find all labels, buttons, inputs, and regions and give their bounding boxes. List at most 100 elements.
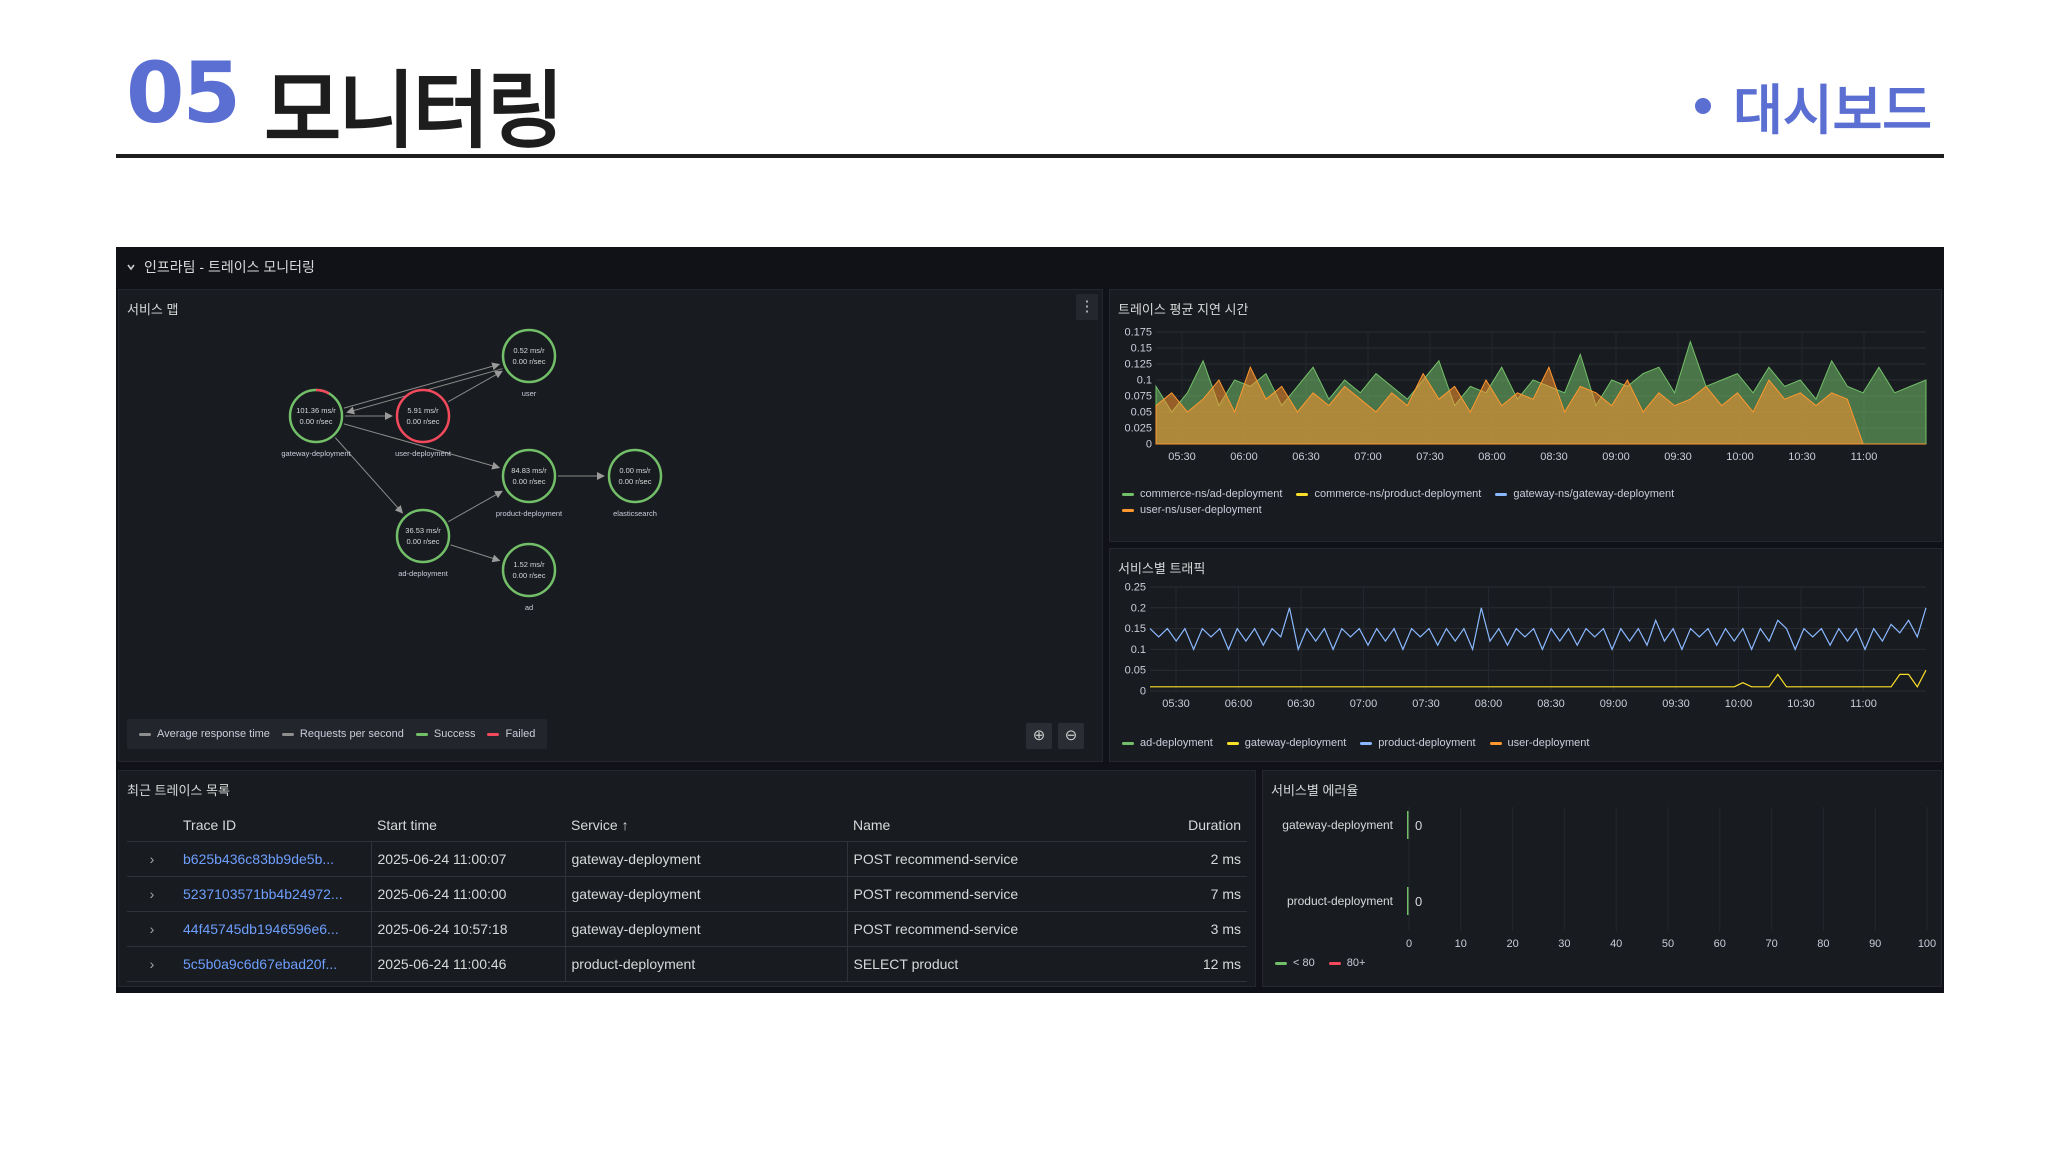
expand-row-icon[interactable]: › [127,841,177,877]
node-rate: 0.00 r/sec [513,571,546,580]
trace-id-link[interactable]: 5c5b0a9c6d67ebad20f... [177,946,371,982]
x-tick-label: 10 [1455,938,1467,947]
node-rate: 0.00 r/sec [407,537,440,546]
legend-swatch [1122,741,1134,745]
legend-item[interactable]: commerce-ns/product-deployment [1296,488,1481,500]
trace-id-link[interactable]: 5237103571bb4b24972... [177,876,371,912]
duration-cell: 2 ms [1125,841,1247,877]
legend-item[interactable]: Average response time [139,728,270,740]
legend-swatch [487,732,500,736]
legend-item[interactable]: Success [415,728,476,740]
y-tick-label: 0 [1140,686,1146,698]
failed-arc [315,388,330,395]
traces-panel: 최근 트레이스 목록 Trace ID Start time Service ↑… [118,770,1256,987]
node-rate: 0.00 r/sec [513,477,546,486]
trace-id-link[interactable]: b625b436c83bb9de5b... [177,841,371,877]
service-map-edge [450,544,501,563]
legend-label: Success [433,728,476,740]
traffic-legend: ad-deployment gateway-deployment product… [1122,737,1922,749]
column-header-trace-id[interactable]: Trace ID [177,809,371,842]
table-row[interactable]: ›5c5b0a9c6d67ebad20f...2025-06-24 11:00:… [127,946,1247,982]
zoom-in-icon[interactable]: ⊕ [1026,723,1052,749]
x-tick-label: 06:30 [1287,698,1315,710]
legend-swatch [1296,492,1309,496]
service-cell: gateway-deployment [564,876,847,912]
legend-item[interactable]: < 80 [1275,957,1315,969]
legend-item[interactable]: user-ns/user-deployment [1122,504,1262,516]
more-menu-icon[interactable]: ⋮ [1076,294,1098,320]
y-tick-label: 0.025 [1124,423,1152,435]
legend-item[interactable]: ad-deployment [1122,737,1213,749]
chevron-down-icon[interactable] [126,262,136,272]
x-tick-label: 09:30 [1664,451,1692,463]
legend-item[interactable]: commerce-ns/ad-deployment [1122,488,1282,500]
expand-row-icon[interactable]: › [127,946,177,982]
column-header-duration[interactable]: Duration [1125,809,1247,842]
column-header-service-label: Service [571,817,618,833]
table-row[interactable]: ›5237103571bb4b24972...2025-06-24 11:00:… [127,876,1247,912]
legend-item[interactable]: gateway-ns/gateway-deployment [1495,488,1674,500]
node-latency: 1.52 ms/r [513,560,545,569]
expand-row-icon[interactable]: › [127,911,177,947]
panel-title: 최근 트레이스 목록 [127,783,230,798]
x-tick-label: 08:30 [1537,698,1565,710]
name-cell: POST recommend-service [846,911,1125,947]
legend-item[interactable]: Failed [487,728,535,740]
table-row[interactable]: ›b625b436c83bb9de5b...2025-06-24 11:00:0… [127,841,1247,877]
legend-item[interactable]: product-deployment [1360,737,1476,749]
service-node [501,542,557,598]
start-time-cell: 2025-06-24 11:00:46 [370,946,565,982]
x-tick-label: 40 [1610,938,1622,947]
legend-label: gateway-ns/gateway-deployment [1513,488,1675,500]
legend-item[interactable]: 80+ [1328,957,1365,969]
x-tick-label: 0 [1406,938,1412,947]
service-node [501,448,557,504]
zoom-out-icon[interactable]: ⊖ [1058,723,1084,749]
legend-item[interactable]: Requests per second [281,728,404,740]
area-series [1155,365,1926,445]
traces-table-body: ›b625b436c83bb9de5b...2025-06-24 11:00:0… [127,841,1247,982]
x-tick-label: 07:30 [1416,451,1444,463]
x-tick-label: 08:00 [1478,451,1506,463]
legend-item[interactable]: gateway-deployment [1226,737,1346,749]
x-tick-label: 06:00 [1225,698,1253,710]
x-tick-label: 10:30 [1788,451,1816,463]
node-label: elasticsearch [613,509,657,518]
column-header-service[interactable]: Service ↑ [565,809,847,842]
table-row[interactable]: ›44f45745db1946596e6...2025-06-24 10:57:… [127,911,1247,947]
service-node [288,388,344,444]
latency-legend: commerce-ns/ad-deployment commerce-ns/pr… [1122,488,1822,516]
column-header-start-time[interactable]: Start time [371,809,565,842]
trace-id-link[interactable]: 44f45745db1946596e6... [177,911,371,947]
error-bar [1407,811,1409,839]
legend-item[interactable]: user-deployment [1489,737,1589,749]
x-tick-label: 07:00 [1354,451,1382,463]
x-tick-label: 70 [1765,938,1777,947]
row-title: 인프라팀 - 트레이스 모니터링 [144,259,315,275]
column-header-name[interactable]: Name [847,809,1125,842]
x-tick-label: 60 [1714,938,1726,947]
x-tick-label: 07:30 [1412,698,1440,710]
y-tick-label: 0.1 [1131,644,1146,656]
legend-label: user-ns/user-deployment [1140,504,1262,516]
legend-swatch [139,732,151,736]
y-tick-label: 0.25 [1125,582,1146,594]
name-cell: SELECT product [846,946,1125,982]
service-node [607,448,663,504]
dashboard-row-header[interactable]: 인프라팀 - 트레이스 모니터링 [126,257,315,277]
expand-row-icon[interactable]: › [127,876,177,912]
node-rate: 0.00 r/sec [407,417,440,426]
service-cell: product-deployment [564,946,847,982]
legend-label: commerce-ns/ad-deployment [1140,488,1283,500]
header-divider [116,154,1944,158]
legend-swatch [281,732,294,736]
error-value: 0 [1415,818,1422,833]
x-tick-label: 09:00 [1602,451,1630,463]
x-tick-label: 08:30 [1540,451,1568,463]
legend-label: commerce-ns/product-deployment [1314,488,1482,500]
x-tick-label: 09:30 [1662,698,1690,710]
service-map-edge [343,362,501,409]
